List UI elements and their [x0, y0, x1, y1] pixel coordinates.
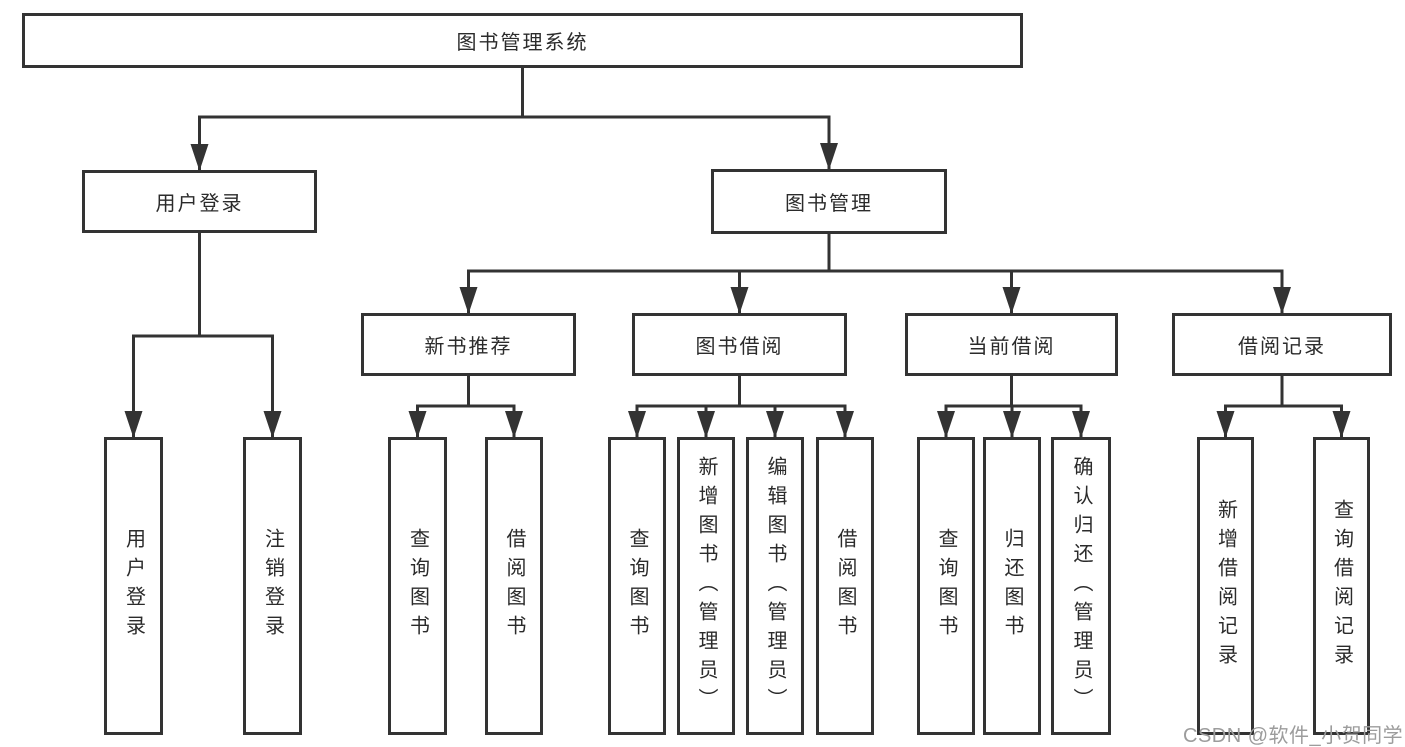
node-user-login-action: 用户登录 — [104, 437, 163, 735]
node-current-borrowing: 当前借阅 — [905, 313, 1118, 376]
node-return-books: 归还图书 — [983, 437, 1041, 735]
node-user-login: 用户登录 — [82, 170, 317, 233]
csdn-watermark: CSDN @软件_小贺同学 — [1183, 725, 1404, 747]
node-query-books-current: 查询图书 — [917, 437, 975, 735]
node-logout-action: 注销登录 — [243, 437, 302, 735]
node-book-management: 图书管理 — [711, 169, 947, 234]
node-confirm-return-admin: 确认归还（管理员） — [1051, 437, 1111, 735]
node-add-borrow-record: 新增借阅记录 — [1197, 437, 1254, 735]
node-new-book-recommendation: 新书推荐 — [361, 313, 576, 376]
node-book-borrowing: 图书借阅 — [632, 313, 847, 376]
node-library-system: 图书管理系统 — [22, 13, 1023, 68]
node-borrowing-records: 借阅记录 — [1172, 313, 1392, 376]
node-query-books-newbook: 查询图书 — [388, 437, 447, 735]
node-borrow-books-borrowing: 借阅图书 — [816, 437, 874, 735]
node-query-books-borrowing: 查询图书 — [608, 437, 666, 735]
node-edit-books-admin: 编辑图书（管理员） — [746, 437, 804, 735]
node-query-borrow-record: 查询借阅记录 — [1313, 437, 1370, 735]
node-borrow-books-newbook: 借阅图书 — [485, 437, 543, 735]
node-add-books-admin: 新增图书（管理员） — [677, 437, 735, 735]
